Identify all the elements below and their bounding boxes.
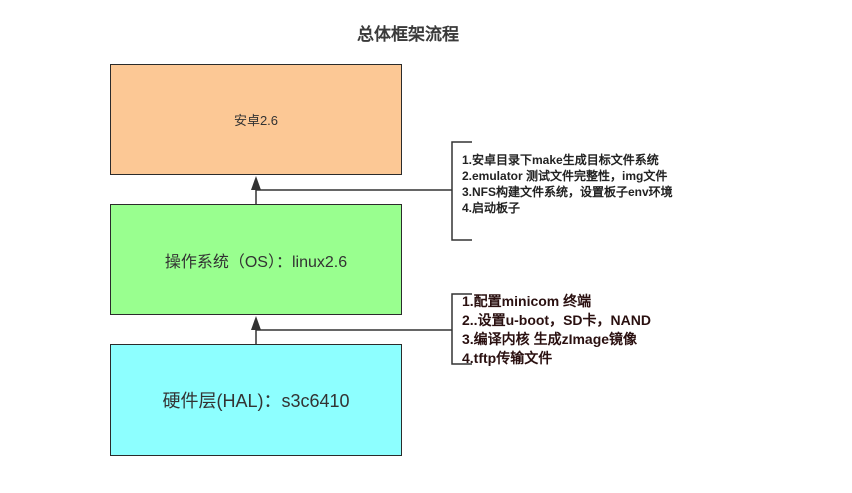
hal-layer-box: 硬件层(HAL)：s3c6410: [110, 344, 402, 456]
lower-step-2: 2..设置u-boot，SD卡，NAND: [462, 312, 651, 328]
lower-steps-note: 1.配置minicom 终端 2..设置u-boot，SD卡，NAND 3.编译…: [462, 292, 702, 368]
arrow-os-to-android: [251, 176, 452, 204]
arrow-hal-to-os: [251, 316, 452, 344]
upper-step-3: 3.NFS构建文件系统，设置板子env环境: [462, 185, 673, 199]
upper-step-4: 4.启动板子: [462, 201, 521, 215]
lower-step-1: 1.配置minicom 终端: [462, 293, 592, 309]
lower-step-3: 3.编译内核 生成zImage镜像: [462, 331, 638, 347]
android-layer-box: 安卓2.6: [110, 64, 402, 175]
arrow-head-icon: [251, 176, 261, 190]
upper-step-2: 2.emulator 测试文件完整性，img文件: [462, 169, 668, 183]
hal-layer-label: 硬件层(HAL)：s3c6410: [162, 391, 350, 411]
upper-step-1: 1.安卓目录下make生成目标文件系统: [462, 153, 659, 167]
arrow-head-icon: [251, 316, 261, 330]
upper-steps-note: 1.安卓目录下make生成目标文件系统 2.emulator 测试文件完整性，i…: [462, 152, 712, 216]
android-layer-label: 安卓2.6: [233, 113, 279, 128]
bracket-lower: [451, 293, 472, 365]
os-layer-box: 操作系统（OS）：linux2.6: [110, 204, 402, 315]
os-layer-label: 操作系统（OS）：linux2.6: [164, 253, 348, 271]
bracket-upper: [451, 141, 472, 241]
page-title: 总体框架流程: [357, 25, 459, 44]
lower-step-4: 4.tftp传输文件: [462, 350, 553, 366]
